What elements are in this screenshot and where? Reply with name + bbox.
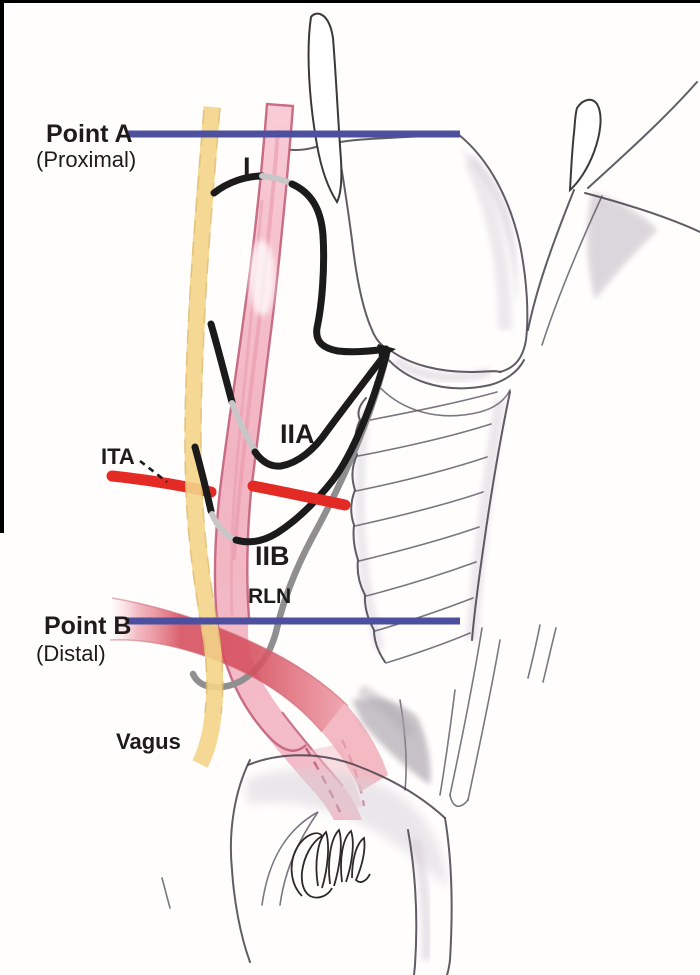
right-superior-horn bbox=[568, 98, 602, 193]
top-frame-bar bbox=[0, 0, 700, 3]
point-b-label: Point B bbox=[44, 612, 132, 640]
vagus-label: Vagus bbox=[116, 729, 181, 754]
laryngeal-entry-point bbox=[378, 344, 396, 359]
left-frame-bar bbox=[0, 0, 4, 533]
arch-left-edge bbox=[229, 759, 251, 963]
arch-top-edge bbox=[247, 754, 446, 819]
carotid-fill-upper bbox=[214, 104, 306, 751]
trachea-right-edge bbox=[471, 391, 511, 641]
point-b-sublabel: (Distal) bbox=[36, 641, 106, 666]
greater-horn-shading bbox=[587, 192, 658, 300]
thyroid-left-border bbox=[336, 142, 391, 351]
artist-signature bbox=[290, 828, 371, 899]
point-a-sublabel: (Proximal) bbox=[36, 147, 136, 172]
variant-IIA-proximal bbox=[207, 320, 236, 406]
thyroid-inferior-border bbox=[389, 349, 501, 374]
lamina-shading bbox=[460, 150, 518, 360]
vagus-band bbox=[184, 106, 224, 768]
subclavian-artery bbox=[109, 597, 388, 792]
vagus-nerve bbox=[184, 106, 224, 768]
variant-iia-label: IIA bbox=[280, 419, 315, 449]
variant-i-label: I bbox=[243, 152, 251, 182]
point-a-label: Point A bbox=[46, 120, 133, 148]
ita-artery-right bbox=[247, 480, 351, 511]
variant-iib-label: IIB bbox=[255, 541, 290, 571]
thyroid-right-border bbox=[457, 133, 529, 373]
larynx-trachea-sketch bbox=[267, 12, 700, 796]
left-superior-horn bbox=[307, 12, 343, 205]
aortic-arch-sketch bbox=[161, 627, 501, 975]
ita-leader-line bbox=[139, 459, 168, 484]
labels: Point A (Proximal) I ITA IIA IIB RLN Poi… bbox=[36, 120, 315, 754]
trachea-rings bbox=[354, 391, 498, 664]
vagus-left-edge bbox=[184, 109, 208, 714]
subclavian-band bbox=[110, 598, 345, 732]
rln-label: RLN bbox=[248, 585, 291, 608]
variant-I-distal bbox=[288, 180, 390, 356]
ita-label: ITA bbox=[101, 444, 135, 469]
variant-IIA-loop bbox=[251, 348, 391, 470]
carotid-highlight bbox=[249, 240, 275, 316]
subclavian-tail bbox=[322, 703, 388, 792]
variant-I-proximal bbox=[210, 172, 266, 197]
cricoid-arch bbox=[377, 345, 525, 390]
variant-IIB-proximal bbox=[191, 443, 215, 515]
